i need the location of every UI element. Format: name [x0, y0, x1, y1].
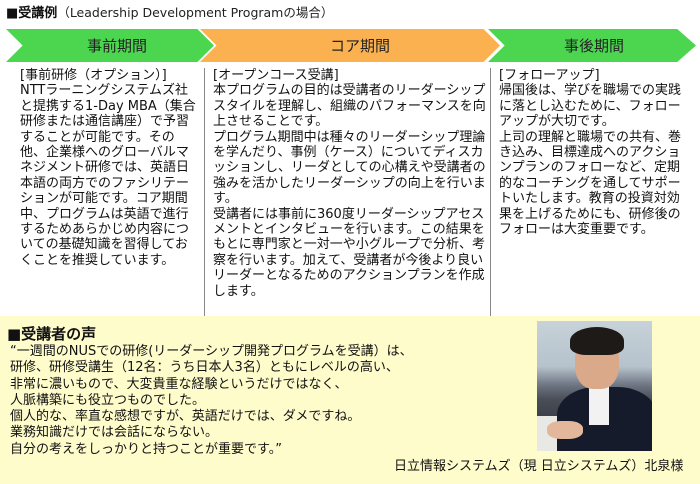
photo-hands: [547, 421, 583, 439]
photo-hair: [570, 327, 624, 355]
quote-line: 人脈構築にも役立つものでした。: [10, 392, 206, 408]
core-phase-text-1: 本プログラムの目的は受講者のリーダーシップスタイルを理解し、組織のパフォーマンス…: [213, 83, 486, 130]
quote-line: 研修、研修受講生（12名：うち日本人3名）ともにレベルの高い、: [10, 360, 399, 376]
phase-core-chevron: コア期間: [200, 29, 500, 62]
core-phase-text-2: プログラム期間中は種々のリーダーシップ理論を学んだり、事例（ケース）についてディ…: [213, 129, 486, 207]
phase-core-label: コア期間: [329, 37, 390, 55]
phase-pre-chevron: 事前期間: [6, 29, 214, 62]
column-divider: [204, 68, 205, 316]
quote-line: 個人的な、率直な感想ですが、英語だけでは、ダメですね。: [10, 409, 361, 425]
pre-phase-column: [事前研修（オプション）] NTTラーニングシステムズ社と提携する1-Day M…: [20, 68, 196, 268]
core-phase-column: [オープンコース受講] 本プログラムの目的は受講者のリーダーシップスタイルを理解…: [213, 68, 488, 299]
core-phase-text-3: 受講者には事前に360度リーダーシップアセスメントとインタビューを行います。この…: [213, 206, 485, 299]
voice-title: ■受講者の声: [7, 325, 97, 343]
section-title-main: 受講例: [18, 6, 58, 21]
quote-line: 業務知識だけでは会話にならない。: [10, 425, 219, 441]
phase-pre-label: 事前期間: [86, 37, 147, 55]
quote-line: 自分の考えをしっかりと持つことが重要です。”: [10, 441, 282, 457]
pre-phase-heading: [事前研修（オプション）]: [20, 68, 167, 83]
participant-photo: [537, 321, 652, 451]
quote-line: “一週間のNUSでの研修(リーダーシップ開発プログラムを受講）は、: [10, 344, 413, 359]
testimonial-quote: “一週間のNUSでの研修(リーダーシップ開発プログラムを受講）は、 研修、研修受…: [10, 344, 413, 458]
post-phase-column: [フォローアップ] 帰国後は、学びを職場での実践に落とし込むために、フォローアッ…: [499, 68, 684, 237]
column-divider: [490, 68, 491, 316]
square-bullet-icon: ■: [6, 6, 19, 21]
testimonial-attribution: 日立情報システムズ（現 日立システムズ）北泉様: [394, 459, 684, 474]
participant-voice-box: ■受講者の声 “一週間のNUSでの研修(リーダーシップ開発プログラムを受講）は、…: [0, 316, 700, 484]
pre-phase-text: NTTラーニングシステムズ社と提携する1-Day MBA（集合研修または通信講座…: [20, 83, 196, 268]
phase-post-chevron: 事後期間: [488, 29, 696, 62]
section-title: ■受講例（Leadership Development Programの場合）: [6, 4, 333, 23]
phase-post-label: 事後期間: [563, 37, 624, 55]
post-phase-heading: [フォローアップ]: [499, 68, 600, 83]
quote-line: 非常に濃いもので、大変貴重な経験というだけではなく、: [10, 376, 348, 392]
core-phase-heading: [オープンコース受講]: [213, 68, 339, 83]
post-phase-text-1: 帰国後は、学びを職場での実践に落とし込むために、フォローアップが大切です。: [499, 83, 682, 130]
post-phase-text-2: 上司の理解と職場での共有、巻き込み、目標達成へのアクションプランのフォローなど、…: [499, 129, 682, 238]
section-title-subtitle: （Leadership Development Programの場合）: [57, 5, 334, 20]
photo-collar: [589, 385, 609, 425]
